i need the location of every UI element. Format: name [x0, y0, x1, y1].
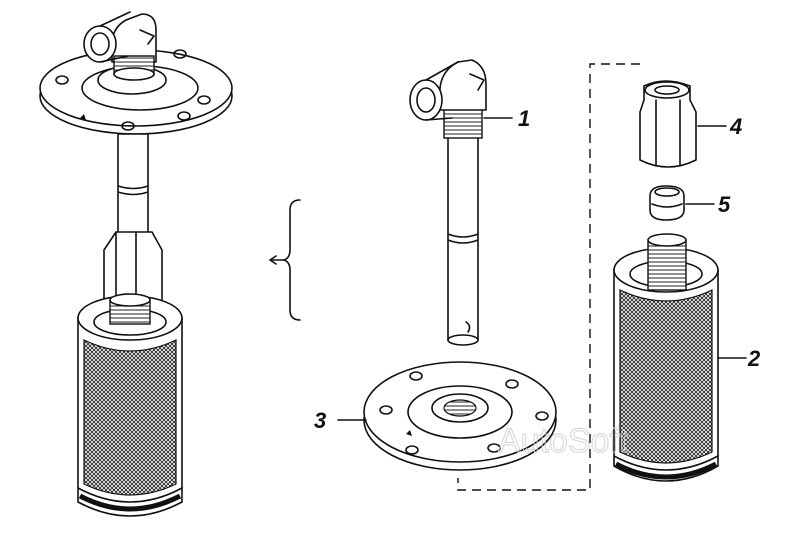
callout-2: 2 [717, 346, 761, 371]
part-union-nut [639, 80, 697, 168]
callout-3: 3 [314, 408, 367, 433]
callout-5: 5 [685, 192, 731, 217]
assembled-unit [39, 11, 233, 517]
explode-dashed-line [457, 63, 640, 491]
callout-4: 4 [697, 114, 742, 139]
callout-1-label: 1 [518, 106, 530, 131]
assembled-elbow [83, 11, 157, 81]
callout-3-label: 3 [314, 408, 326, 433]
assembled-pipe [117, 133, 149, 235]
callout-1: 1 [483, 106, 530, 131]
assembled-flange [39, 49, 233, 135]
callout-5-label: 5 [718, 192, 731, 217]
assembly-bracket [269, 199, 301, 321]
callout-2-label: 2 [747, 346, 761, 371]
watermark: AutoSoft [498, 422, 629, 460]
part-ferrule [649, 185, 685, 221]
part-flange [363, 361, 557, 471]
callout-4-label: 4 [729, 114, 742, 139]
part-elbow-pipe [409, 59, 487, 346]
assembled-filter [77, 293, 183, 517]
part-filter-element [613, 233, 719, 482]
